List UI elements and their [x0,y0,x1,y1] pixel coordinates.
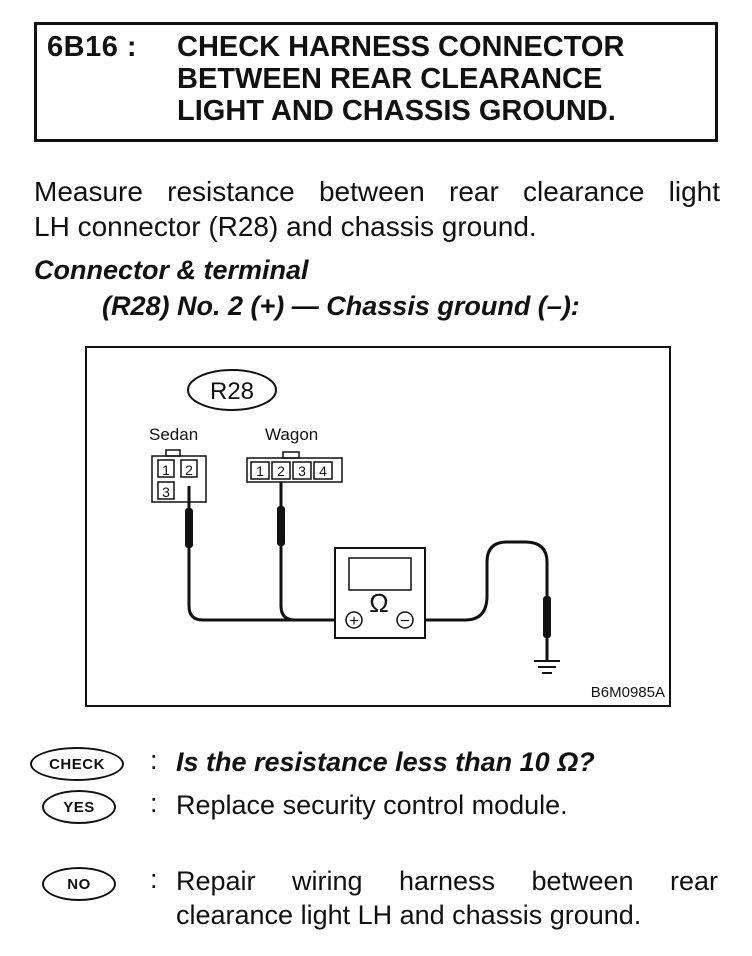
yes-badge: YES [42,790,116,824]
step-title: CHECK HARNESS CONNECTOR BETWEEN REAR CLE… [177,31,624,127]
step-title-line: CHECK HARNESS CONNECTOR [177,31,625,63]
check-colon: : [150,745,158,775]
wagon-pin-3: 3 [298,463,306,479]
yes-colon: : [150,788,158,818]
wagon-label: Wagon [265,425,318,444]
meter-minus-symbol: − [400,613,409,630]
meter-plus-symbol: + [349,613,358,630]
sedan-pin-1: 1 [162,462,170,478]
figure-code: B6M0985A [591,684,665,701]
ground-symbol [534,660,560,674]
connector-id-label: R28 [210,378,254,405]
wagon-pin-2: 2 [277,463,285,479]
wagon-connector [246,451,343,483]
yes-action: Replace security control module. [176,790,568,820]
no-colon: : [150,864,158,894]
connector-id-ellipse [187,369,277,411]
no-action: Repair wiring harness between rear clear… [176,864,718,932]
step-header-box: 6B16 : CHECK HARNESS CONNECTOR BETWEEN R… [34,22,718,142]
probe-handles [185,506,551,638]
no-action-line: Repair wiring harness between rear [176,866,718,896]
check-badge: CHECK [30,747,124,781]
instruction-line: Measure resistance between rear clearanc… [34,176,720,207]
step-code: 6B16 : [47,31,138,63]
wiring-diagram-svg: R28 Sedan Wagon 1 2 3 1 2 3 4 [149,369,665,701]
wiring-diagram: R28 Sedan Wagon 1 2 3 1 2 3 4 [85,346,671,707]
no-action-line: clearance light LH and chassis ground. [176,900,642,930]
check-question: Is the resistance less than 10 Ω? [176,747,595,777]
wagon-pin-4: 4 [319,463,327,479]
step-title-line: LIGHT AND CHASSIS GROUND. [177,95,616,127]
ohm-symbol: Ω [369,588,388,618]
step-title-line: BETWEEN REAR CLEARANCE [177,63,603,95]
no-badge: NO [42,867,116,901]
sedan-label: Sedan [149,425,198,444]
sedan-connector [151,449,207,503]
connector-terminal-spec: (R28) No. 2 (+) — Chassis ground (–): [102,291,580,321]
instruction-paragraph: Measure resistance between rear clearanc… [34,174,720,244]
instruction-line: LH connector (R28) and chassis ground. [34,211,537,242]
sedan-pin-3: 3 [162,484,170,500]
connector-terminal-heading: Connector & terminal [34,255,309,285]
ohmmeter [334,547,426,639]
wagon-pin-1: 1 [256,463,264,479]
sedan-pin-2: 2 [185,462,193,478]
